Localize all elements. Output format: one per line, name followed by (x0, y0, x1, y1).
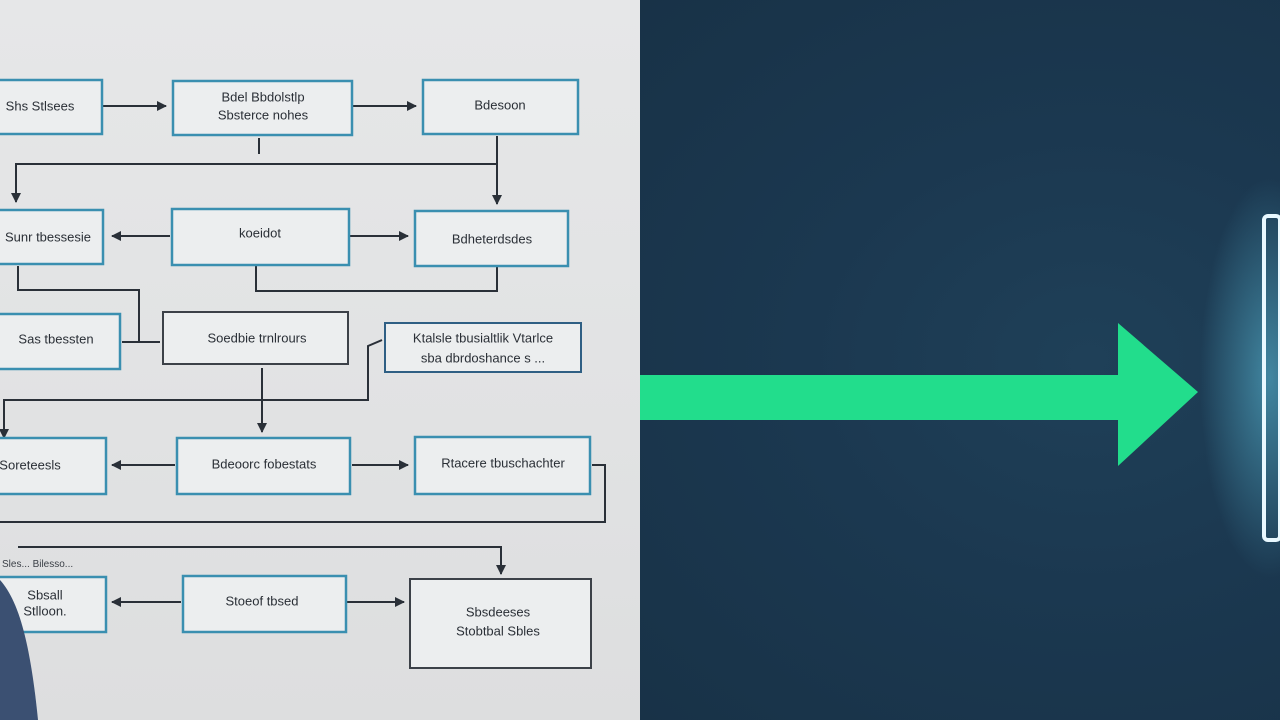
right-arrow-icon (640, 323, 1198, 466)
node-label: Bdheterdsdes (452, 231, 533, 246)
connectors (0, 101, 606, 607)
node-label: Shs Stlsees (6, 98, 75, 113)
flow-node: Stoeof tbsed (181, 574, 348, 634)
node-label: Ktalsle tbusialtlik Vtarlce (413, 330, 553, 345)
node-label: Stoeof tbsed (226, 593, 299, 608)
connector-r4c-loop (0, 464, 606, 523)
node-label: Bdesoon (474, 97, 525, 112)
dark-panel (640, 0, 1280, 720)
flow-node: Soreteesls (0, 436, 108, 496)
node-label: Sbsterce nohes (218, 107, 309, 122)
person-silhouette (0, 580, 38, 720)
flow-node: Sas tbessten (0, 312, 122, 371)
flow-node: Shs Stlsees (0, 78, 104, 136)
connector-r4-r5 (18, 546, 506, 575)
annotation-note: Sles... Bilesso... (2, 559, 73, 570)
flow-node: Bdheterdsdes (413, 209, 570, 268)
flow-node: Bdel Bbdolstlp Sbsterce nohes (171, 79, 354, 137)
flow-node: Rtacere tbuschachter (413, 435, 592, 496)
flow-node: Ktalsle tbusialtlik Vtarlce sba dbrdosha… (384, 322, 582, 373)
node-label: Sunr tbessesie (5, 229, 91, 244)
vertical-bar (1262, 214, 1280, 542)
flow-node: Sbsdeeses Stobtbal Sbles (409, 578, 592, 669)
flowchart-diagram: Shs Stlsees Bdel Bbdolstlp Sbsterce nohe… (0, 78, 606, 720)
flow-node: Bdesoon (421, 78, 580, 136)
flow-node: Sunr tbessesie (0, 208, 105, 266)
node-label: Sbsall (27, 587, 63, 602)
node-label: Sbsdeeses (466, 604, 531, 619)
node-label: Rtacere tbuschachter (441, 455, 565, 470)
node-label: Bdeoorc fobestats (212, 456, 317, 471)
flow-node: Soedbie trnlrours (162, 311, 349, 365)
connector-r3c-loop (0, 339, 383, 439)
flow-node: koeidot (170, 207, 351, 267)
node-label: Soreteesls (0, 457, 61, 472)
node-label: Soedbie trnlrours (208, 330, 307, 345)
node-label: sba dbrdoshance s ... (421, 350, 545, 365)
node-label: Bdel Bbdolstlp (221, 89, 304, 104)
flow-node: Bdeoorc fobestats (175, 436, 352, 496)
right-arrow-graphic (640, 178, 1280, 578)
node-label: Stobtbal Sbles (456, 623, 540, 638)
connector-r2b-r2c-bottom (255, 266, 498, 292)
connector-r1-loop (11, 136, 498, 203)
bar-glow (1200, 178, 1280, 578)
node-label: Sas tbessten (18, 331, 93, 346)
flowchart-panel: Shs Stlsees Bdel Bbdolstlp Sbsterce nohe… (0, 0, 640, 720)
node-label: koeidot (239, 225, 281, 240)
node-label: Stlloon. (23, 603, 66, 618)
